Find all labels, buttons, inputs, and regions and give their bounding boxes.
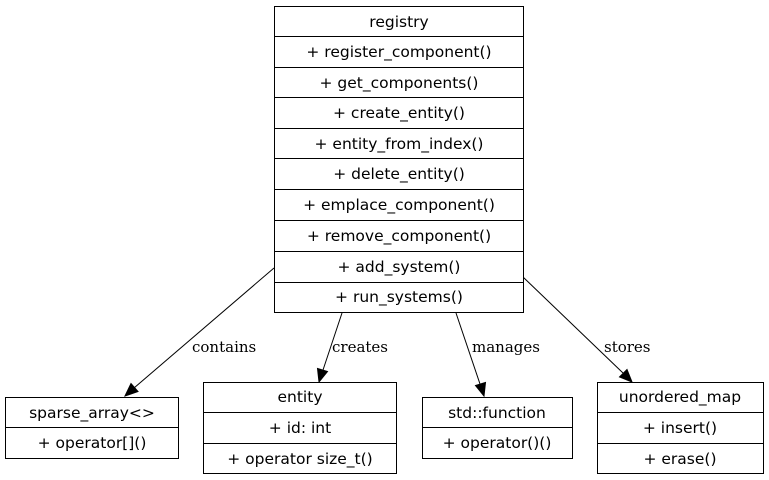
edge-line-creates bbox=[322, 312, 343, 371]
edge-manages: manages bbox=[455, 312, 540, 398]
arrowhead-stores bbox=[618, 368, 633, 383]
member-register-component: + register_component() bbox=[306, 43, 491, 62]
node-registry: registry + register_component() + get_co… bbox=[274, 6, 524, 313]
node-unordered-map-box bbox=[597, 382, 764, 474]
edge-line-manages bbox=[455, 312, 481, 385]
edge-label-stores: stores bbox=[604, 338, 651, 356]
edges: contains creates manages stores bbox=[124, 267, 651, 398]
member-remove-component: + remove_component() bbox=[307, 227, 491, 246]
member-get-components: + get_components() bbox=[320, 74, 479, 93]
member-delete-entity: + delete_entity() bbox=[333, 165, 465, 184]
member-erase: + erase() bbox=[643, 450, 716, 468]
node-unordered-map-title: unordered_map bbox=[619, 388, 741, 407]
edge-line-contains bbox=[133, 267, 275, 389]
arrowhead-creates bbox=[316, 367, 329, 384]
member-create-entity: + create_entity() bbox=[333, 104, 465, 123]
node-sparse-array-title: sparse_array<> bbox=[29, 404, 155, 423]
member-operator-call: + operator()() bbox=[443, 434, 552, 452]
edge-label-creates: creates bbox=[332, 338, 388, 356]
node-std-function-title: std::function bbox=[448, 404, 546, 422]
member-entity-from-index: + entity_from_index() bbox=[315, 135, 484, 154]
node-unordered-map: unordered_map + insert() + erase() bbox=[597, 382, 764, 474]
member-run-systems: + run_systems() bbox=[335, 288, 463, 307]
edge-creates: creates bbox=[316, 312, 388, 384]
node-registry-title: registry bbox=[369, 13, 428, 31]
node-std-function: std::function + operator()() bbox=[422, 397, 573, 459]
node-entity: entity + id: int + operator size_t() bbox=[203, 382, 397, 474]
edge-label-manages: manages bbox=[472, 338, 540, 356]
edge-stores: stores bbox=[522, 276, 651, 383]
member-insert: + insert() bbox=[643, 419, 717, 437]
member-add-system: + add_system() bbox=[338, 258, 461, 277]
arrowhead-contains bbox=[124, 382, 139, 397]
member-id: + id: int bbox=[269, 419, 331, 437]
edge-label-contains: contains bbox=[192, 338, 256, 356]
node-entity-title: entity bbox=[278, 388, 323, 406]
edge-contains: contains bbox=[124, 267, 275, 397]
arrowhead-manages bbox=[474, 381, 487, 398]
node-registry-box bbox=[274, 6, 524, 313]
member-operator-index: + operator[]() bbox=[38, 434, 147, 452]
node-entity-box bbox=[203, 382, 397, 474]
edge-line-stores bbox=[522, 276, 624, 374]
node-sparse-array: sparse_array<> + operator[]() bbox=[5, 397, 179, 459]
member-emplace-component: + emplace_component() bbox=[303, 196, 495, 215]
member-operator-size-t: + operator size_t() bbox=[227, 450, 372, 469]
